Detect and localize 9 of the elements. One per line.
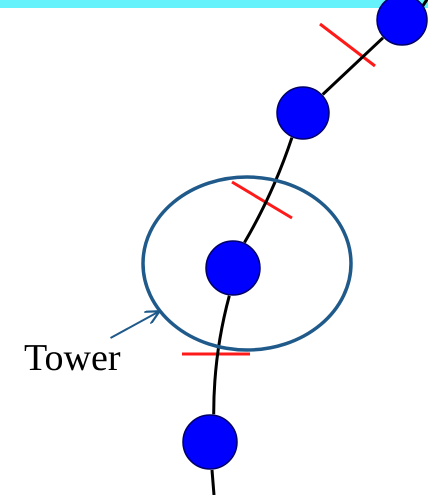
tower-label: Tower — [24, 338, 121, 380]
wire-line — [212, 295, 231, 414]
leader-arrow — [110, 310, 161, 339]
tower-circle — [205, 240, 261, 296]
wire-line — [243, 137, 294, 244]
tower-circle — [182, 414, 238, 470]
wire-line — [322, 36, 384, 96]
tower-circle — [276, 86, 330, 140]
highlight-ellipse — [141, 175, 353, 352]
